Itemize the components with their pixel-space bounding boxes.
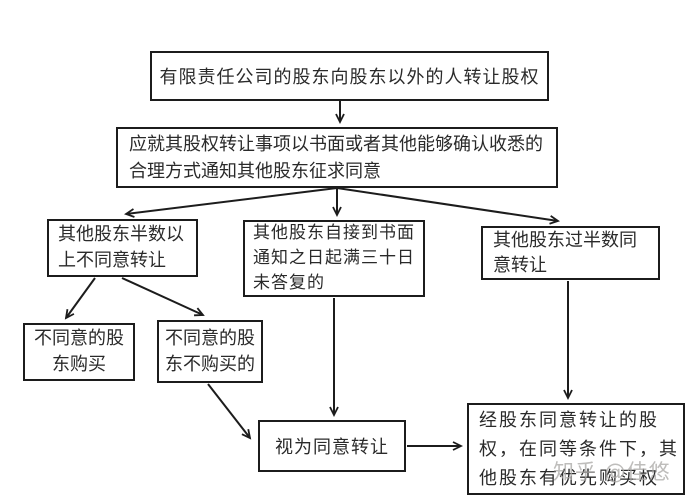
flow-node-dissenter-does-not-buy: 不同意的股 东不购买的 [157, 320, 263, 383]
node-text-line: 权，在同等条件下，其 [479, 438, 679, 460]
node-text-line: 不同意的股 [34, 328, 124, 349]
flow-node-preemptive-right: 经股东同意转让的股 权，在同等条件下，其 他股东有优先购买权 [467, 403, 685, 495]
edge-notify-disagree [124, 187, 338, 218]
node-text-line: 未答复的 [253, 273, 325, 293]
edge-notify-agree [336, 187, 560, 225]
node-text-line: 合理方式通知其他股东征求同意 [129, 160, 381, 182]
edge-dissenternobuy-deemed [207, 383, 252, 440]
flow-node-dissenter-buys: 不同意的股 东购买 [23, 323, 135, 381]
node-text-line: 东不购买的 [165, 353, 255, 375]
node-text-line: 其他股东自接到书面 [253, 223, 415, 243]
flow-node-deemed-consent: 视为同意转让 [258, 420, 406, 472]
node-text-line: 不同意的股 [165, 327, 255, 349]
node-text-line: 上不同意转让 [58, 250, 166, 271]
node-text-line: 通知之日起满三十日 [253, 248, 415, 268]
edge-disagree-dissenternobuy [121, 277, 205, 317]
edge-disagree-dissenterbuys [64, 277, 96, 320]
flow-node-majority-disagree: 其他股东半数以 上不同意转让 [47, 219, 198, 277]
flow-node-notify-other-shareholders: 应就其股权转让事项以书面或者其他能够确认收悉的 合理方式通知其他股东征求同意 [116, 127, 558, 188]
node-text-line: 其他股东过半数同 [493, 230, 637, 251]
node-text-line: 应就其股权转让事项以书面或者其他能够确认收悉的 [129, 133, 543, 155]
node-text-line: 他股东有优先购买权 [479, 467, 659, 489]
node-text: 有限责任公司的股东向股东以外的人转让股权 [159, 67, 540, 88]
flow-node-majority-agree: 其他股东过半数同 意转让 [481, 226, 660, 280]
node-text-line: 意转让 [493, 255, 547, 276]
flow-node-start: 有限责任公司的股东向股东以外的人转让股权 [150, 51, 549, 101]
zhihu-watermark: 知乎 @佳悠 [553, 460, 671, 484]
node-text-line: 经股东同意转让的股 [479, 409, 659, 431]
flow-node-no-reply-30-days: 其他股东自接到书面 通知之日起满三十日 未答复的 [243, 220, 425, 297]
node-text-line: 其他股东半数以 [58, 224, 184, 245]
node-text-line: 东购买 [52, 354, 106, 375]
node-text: 视为同意转让 [275, 437, 389, 458]
